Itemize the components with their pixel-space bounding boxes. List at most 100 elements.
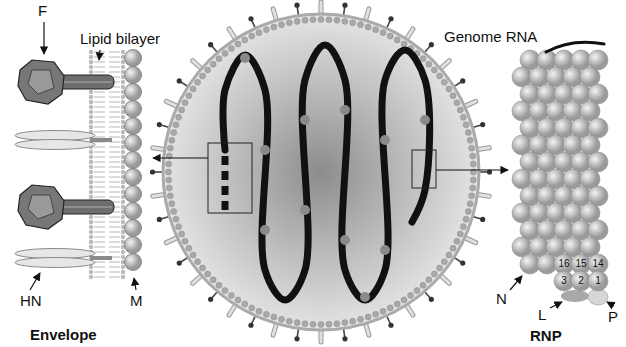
zoom-arrow [153, 157, 208, 158]
matrix-dot [470, 185, 476, 191]
lipid-head [121, 115, 125, 119]
lipid-tail [94, 71, 105, 72]
lipid-head [121, 200, 125, 204]
lipid-tail [109, 176, 120, 177]
lipid-tail [109, 216, 120, 217]
f-protein-stalk [56, 200, 114, 214]
lipid-tail [109, 126, 120, 127]
lipid-tail [109, 66, 120, 67]
matrix-dot [454, 238, 460, 244]
matrix-dot [469, 193, 475, 199]
f-spike-head [208, 297, 213, 302]
hn-spike [477, 194, 489, 196]
matrix-dot [235, 41, 241, 47]
lipid-head [89, 105, 93, 109]
lipid-tail [109, 56, 120, 57]
subunit-number: 1 [595, 275, 601, 287]
lipid-tail [94, 176, 105, 177]
f-protein-head [18, 60, 64, 104]
matrix-dot [463, 216, 469, 222]
lipid-head [121, 185, 125, 189]
lipid-tail [94, 126, 105, 127]
panel-title: Envelope [30, 326, 97, 343]
hn-spike [440, 275, 449, 283]
hn-spike [320, 330, 323, 342]
matrix-dot [222, 50, 228, 56]
m-protein [125, 84, 142, 101]
lipid-tail [109, 266, 120, 267]
lipid-tail [94, 161, 105, 162]
protein-label: F [38, 2, 47, 19]
protein-label: P [608, 308, 618, 325]
lipid-tail [109, 271, 120, 272]
lipid-tail [94, 186, 105, 187]
hn-spike [465, 238, 476, 243]
lipid-head [121, 215, 125, 219]
matrix-dot [271, 314, 277, 320]
panel-title: RNP [530, 327, 562, 344]
protein-label: L [538, 306, 546, 323]
matrix-dot [310, 17, 316, 23]
lipid-head [89, 110, 93, 114]
rnp-dot [340, 235, 350, 245]
lipid-tail [109, 261, 120, 262]
hn-spike [465, 101, 476, 106]
lipid-tail [109, 251, 120, 252]
lipid-head [89, 50, 93, 54]
matrix-dot [166, 169, 172, 175]
matrix-dot [249, 305, 255, 311]
f-spike-head [480, 122, 485, 127]
lipid-tail [109, 151, 120, 152]
lipid-head [121, 95, 125, 99]
matrix-dot [228, 292, 234, 298]
matrix-dot [394, 301, 400, 307]
f-spike-head [429, 42, 434, 47]
lipid-head [89, 55, 93, 59]
m-protein [125, 203, 142, 220]
matrix-dot [460, 114, 466, 120]
matrix-dot [199, 73, 205, 79]
hn-protein [15, 258, 95, 268]
lipid-tail [109, 166, 120, 167]
matrix-dot [195, 259, 201, 265]
matrix-dot [242, 301, 248, 307]
hn-spike [406, 305, 412, 315]
lipid-tail [94, 146, 105, 147]
l-protein [561, 290, 589, 302]
matrix-dot [166, 177, 172, 183]
lipid-tail [94, 116, 105, 117]
lipid-tail [94, 171, 105, 172]
matrix-dot [318, 322, 324, 328]
lipid-tail [109, 241, 120, 242]
lipid-tail [94, 136, 105, 137]
matrix-dot [167, 145, 173, 151]
hn-spike [193, 275, 202, 283]
leader-line [550, 302, 562, 308]
matrix-dot [249, 33, 255, 39]
matrix-dot [334, 321, 340, 327]
matrix-dot [457, 107, 463, 113]
matrix-dot [235, 297, 241, 303]
matrix-dot [469, 145, 475, 151]
matrix-dot [186, 245, 192, 251]
subunit-number: 14 [592, 258, 603, 270]
lipid-head [89, 120, 93, 124]
f-spike-head [429, 297, 434, 302]
hn-spike [440, 275, 449, 283]
lipid-head [89, 115, 93, 119]
hn-spike [153, 194, 165, 196]
lipid-tail [109, 96, 120, 97]
f-spike-head [388, 16, 393, 21]
matrix-dot [279, 22, 285, 28]
matrix-dot [446, 252, 452, 258]
m-protein [125, 135, 142, 152]
hn-spike [229, 29, 235, 39]
leader-line [134, 278, 136, 290]
lipid-tail [94, 196, 105, 197]
f-spike-head [388, 323, 393, 328]
lipid-head [89, 185, 93, 189]
matrix-dot [205, 67, 211, 73]
lipid-tail [94, 191, 105, 192]
matrix-dot [420, 282, 426, 288]
p-protein [588, 289, 608, 305]
